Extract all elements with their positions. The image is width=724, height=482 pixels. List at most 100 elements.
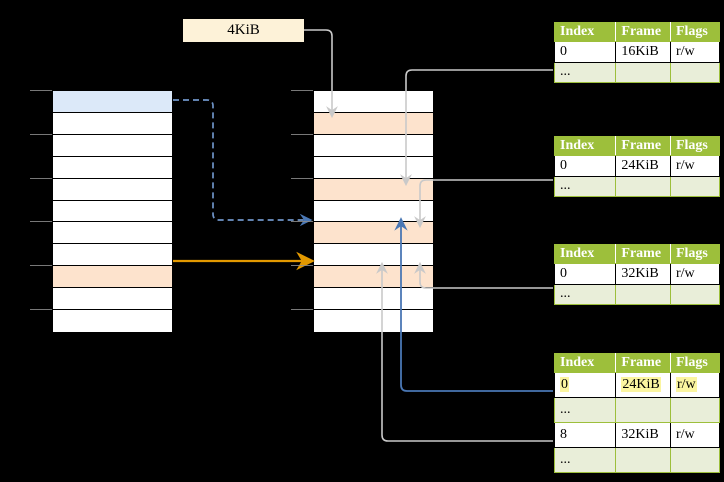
table-cell-frame bbox=[615, 397, 671, 423]
memory-row[interactable] bbox=[53, 222, 172, 245]
table-cell-frame: 24KiB bbox=[615, 372, 671, 398]
column-header-index: Index bbox=[553, 353, 617, 373]
row-tick-mark bbox=[30, 177, 52, 179]
table-cell-frame bbox=[615, 175, 671, 197]
row-tick-mark bbox=[291, 221, 313, 223]
table-row[interactable]: ... bbox=[553, 61, 721, 83]
table-cell-index: ... bbox=[553, 397, 617, 423]
column-header-frame: Frame bbox=[615, 22, 671, 42]
row-tick-mark bbox=[291, 133, 313, 135]
table-cell-flags bbox=[669, 61, 721, 83]
memory-row[interactable] bbox=[314, 134, 433, 157]
table-cell-frame: 24KiB bbox=[615, 155, 671, 177]
table-cell-frame bbox=[615, 283, 671, 305]
memory-row[interactable] bbox=[53, 200, 172, 223]
row-tick-mark bbox=[291, 90, 313, 91]
table-cell-index: ... bbox=[553, 447, 617, 473]
memory-row[interactable] bbox=[314, 178, 433, 201]
memory-row[interactable] bbox=[53, 91, 172, 113]
table-cell-index: 0 bbox=[553, 155, 617, 177]
memory-row[interactable] bbox=[314, 244, 433, 267]
table-cell-flags: r/w bbox=[669, 263, 721, 285]
row-tick-mark bbox=[291, 309, 313, 311]
page-size-text: 4KiB bbox=[227, 22, 260, 38]
row-tick-mark bbox=[291, 265, 313, 267]
table-cell-index: ... bbox=[553, 283, 617, 305]
memory-row[interactable] bbox=[314, 288, 433, 311]
table-cell-frame: 32KiB bbox=[615, 422, 671, 448]
table-cell-index: 0 bbox=[553, 263, 617, 285]
wire-virtual-to-physical-dashed bbox=[173, 99, 313, 227]
memory-row[interactable] bbox=[53, 244, 172, 267]
column-header-frame: Frame bbox=[615, 353, 671, 373]
column-header-index: Index bbox=[553, 244, 617, 264]
row-tick-mark bbox=[30, 309, 52, 311]
table-row[interactable]: ... bbox=[553, 397, 721, 423]
wire-pt3-to-frame bbox=[414, 261, 553, 289]
virtual-address-space-column bbox=[52, 90, 173, 332]
memory-row[interactable] bbox=[53, 178, 172, 201]
memory-row[interactable] bbox=[314, 156, 433, 179]
table-cell-frame bbox=[615, 447, 671, 473]
memory-row[interactable] bbox=[314, 91, 433, 113]
column-header-flags: Flags bbox=[669, 353, 721, 373]
table-row[interactable]: ... bbox=[553, 283, 721, 305]
memory-row[interactable] bbox=[53, 310, 172, 332]
column-header-index: Index bbox=[553, 136, 617, 156]
physical-memory-column bbox=[313, 90, 434, 332]
row-tick-mark bbox=[30, 221, 52, 223]
memory-row[interactable] bbox=[314, 266, 433, 289]
page-size-label: 4KiB bbox=[183, 19, 304, 42]
table-cell-index: 8 bbox=[553, 422, 617, 448]
column-header-flags: Flags bbox=[669, 22, 721, 42]
memory-row[interactable] bbox=[314, 112, 433, 135]
table-cell-flags bbox=[669, 447, 721, 473]
table-cell-frame bbox=[615, 61, 671, 83]
table-cell-flags bbox=[669, 397, 721, 423]
memory-row[interactable] bbox=[53, 156, 172, 179]
table-cell-index: ... bbox=[553, 175, 617, 197]
table-row[interactable]: ... bbox=[553, 447, 721, 473]
table-cell-flags bbox=[669, 283, 721, 305]
memory-row[interactable] bbox=[314, 310, 433, 332]
memory-row[interactable] bbox=[314, 200, 433, 223]
memory-row[interactable] bbox=[53, 134, 172, 157]
memory-row[interactable] bbox=[53, 112, 172, 135]
table-cell-index: 0 bbox=[553, 41, 617, 63]
wire-pt2-to-frame bbox=[414, 179, 553, 229]
table-cell-flags: r/w bbox=[669, 155, 721, 177]
column-header-frame: Frame bbox=[615, 136, 671, 156]
row-tick-mark bbox=[291, 177, 313, 179]
column-header-flags: Flags bbox=[669, 136, 721, 156]
memory-row[interactable] bbox=[314, 222, 433, 245]
row-tick-mark bbox=[30, 265, 52, 267]
row-tick-mark bbox=[30, 133, 52, 135]
column-header-flags: Flags bbox=[669, 244, 721, 264]
table-row[interactable]: ... bbox=[553, 175, 721, 197]
memory-row[interactable] bbox=[53, 288, 172, 311]
memory-row[interactable] bbox=[53, 266, 172, 289]
table-cell-frame: 16KiB bbox=[615, 41, 671, 63]
column-header-index: Index bbox=[553, 22, 617, 42]
table-cell-flags: r/w bbox=[669, 41, 721, 63]
table-cell-flags: r/w bbox=[669, 372, 721, 398]
column-header-frame: Frame bbox=[615, 244, 671, 264]
row-tick-mark bbox=[30, 90, 52, 91]
table-cell-index: 0 bbox=[553, 372, 617, 398]
table-cell-index: ... bbox=[553, 61, 617, 83]
table-cell-flags: r/w bbox=[669, 422, 721, 448]
table-cell-flags bbox=[669, 175, 721, 197]
